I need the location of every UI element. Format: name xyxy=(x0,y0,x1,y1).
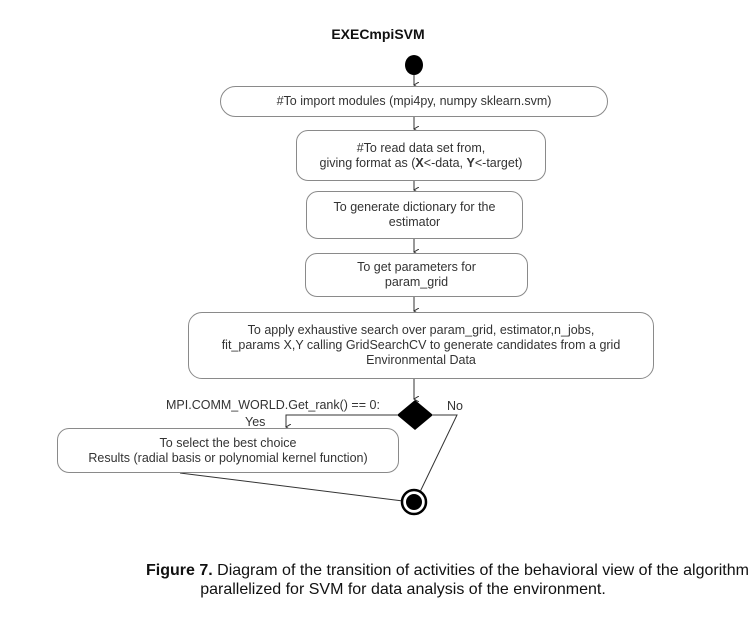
activity-text: #To import modules (mpi4py, numpy sklear… xyxy=(276,94,552,108)
text-bold-y: Y xyxy=(466,155,475,170)
decision-condition-label: MPI.COMM_WORLD.Get_rank() == 0: xyxy=(166,398,380,412)
activity-get-parameters: To get parameters for param_grid xyxy=(305,253,528,297)
activity-apply-search: To apply exhaustive search over param_gr… xyxy=(188,312,654,379)
activity-text-line1: To apply exhaustive search over param_gr… xyxy=(247,323,595,337)
edge-yes xyxy=(286,414,397,427)
activity-text-line1: #To read data set from, xyxy=(356,140,486,155)
activity-text-line1: To select the best choice xyxy=(159,435,297,450)
decision-no-label: No xyxy=(447,399,463,413)
activity-generate-dictionary: To generate dictionary for the estimator xyxy=(306,191,523,239)
initial-node xyxy=(405,55,423,75)
text-part: <-data, xyxy=(423,155,467,170)
edge-no xyxy=(418,414,458,495)
caption-text-line1: Diagram of the transition of activities … xyxy=(212,562,749,579)
activity-text-line2: estimator xyxy=(388,215,441,229)
text-part: <-target) xyxy=(474,155,523,170)
activity-diagram: EXECmpiSVM #To import modules (mpi4py, n… xyxy=(57,26,654,516)
text-bold-x: X xyxy=(415,155,424,170)
figure-label: Figure 7. xyxy=(146,562,213,579)
caption-text-line2: parallelized for SVM for data analysis o… xyxy=(200,581,606,598)
activity-text-line2: Results (radial basis or polynomial kern… xyxy=(88,450,368,465)
diagram-edges xyxy=(179,55,458,516)
text-part: giving format as ( xyxy=(319,155,416,170)
activity-text-line1: To get parameters for xyxy=(357,260,476,274)
figure-caption: Figure 7. Diagram of the transition of a… xyxy=(0,561,756,599)
decision-node xyxy=(397,400,433,430)
activity-import-modules: #To import modules (mpi4py, numpy sklear… xyxy=(220,86,608,117)
final-node-core xyxy=(406,494,422,510)
activity-read-data: #To read data set from, giving format as… xyxy=(296,130,546,181)
activity-text-line2: giving format as (X<-data, Y<-target) xyxy=(320,156,523,171)
caption-line1: Figure 7. Diagram of the transition of a… xyxy=(0,561,756,580)
activity-text-line3: Environmental Data xyxy=(366,353,476,367)
activity-select-best: To select the best choice Results (radia… xyxy=(57,428,399,473)
activity-text-line1: To generate dictionary for the xyxy=(333,200,496,214)
diagram-title: EXECmpiSVM xyxy=(331,26,425,42)
activity-text-line2: param_grid xyxy=(384,275,449,289)
edge-select-end xyxy=(179,472,404,502)
decision-yes-label: Yes xyxy=(245,415,266,429)
activity-text-line2: fit_params X,Y calling GridSearchCV to g… xyxy=(221,338,621,352)
